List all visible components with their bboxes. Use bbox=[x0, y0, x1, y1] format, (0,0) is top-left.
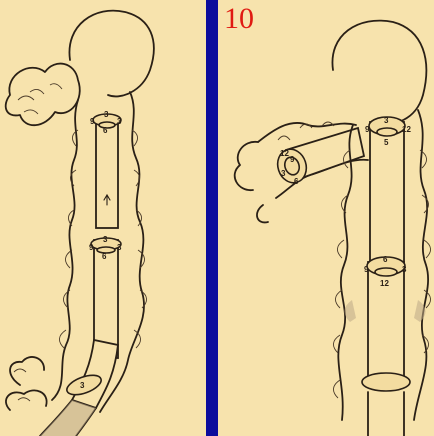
svg-text:3: 3 bbox=[104, 110, 109, 119]
svg-text:3: 3 bbox=[117, 243, 122, 252]
svg-text:6: 6 bbox=[294, 177, 299, 186]
svg-text:9: 9 bbox=[364, 265, 369, 274]
svg-text:12: 12 bbox=[402, 125, 411, 134]
colon-endoscopy-illustration-left: 3 9 3 6 3 9 3 6 3 bbox=[0, 0, 206, 436]
svg-text:12: 12 bbox=[280, 149, 289, 158]
svg-text:5: 5 bbox=[384, 138, 389, 147]
svg-text:3: 3 bbox=[384, 116, 389, 125]
right-diagram-panel: 10 12 9 3 6 3 9 12 5 bbox=[218, 0, 434, 436]
svg-text:6: 6 bbox=[383, 255, 388, 264]
svg-text:3: 3 bbox=[117, 117, 122, 126]
svg-text:9: 9 bbox=[89, 243, 94, 252]
svg-text:3: 3 bbox=[80, 381, 85, 390]
svg-text:3: 3 bbox=[281, 169, 286, 178]
svg-text:6: 6 bbox=[103, 126, 108, 135]
svg-text:6: 6 bbox=[102, 252, 107, 261]
svg-text:3: 3 bbox=[103, 235, 108, 244]
colon-endoscopy-illustration-right: 12 9 3 6 3 9 12 5 6 9 3 12 bbox=[218, 0, 434, 436]
svg-text:9: 9 bbox=[90, 117, 95, 126]
svg-text:12: 12 bbox=[380, 279, 389, 288]
svg-text:3: 3 bbox=[402, 265, 407, 274]
endoscope-cuff bbox=[362, 373, 410, 391]
left-diagram-panel: 3 9 3 6 3 9 3 6 3 bbox=[0, 0, 206, 436]
svg-text:9: 9 bbox=[365, 125, 370, 134]
svg-text:9: 9 bbox=[290, 155, 295, 164]
